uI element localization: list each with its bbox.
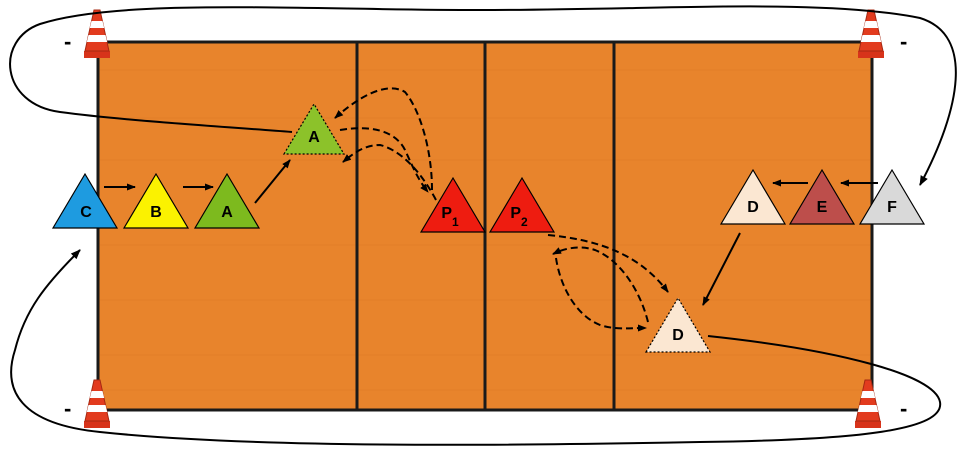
cone-icon-bottom-right [855,379,881,428]
player-p1: P1 [419,176,487,233]
run-path-top-loop [9,5,957,186]
pass-arrow-a-to-p1 [339,127,429,193]
pass-arrow-p2-to-d [547,234,669,293]
cone-marker-bottom-right: - [900,396,907,421]
svg-text:B: B [150,204,162,221]
player-c: C [51,172,119,229]
svg-text:P2: P2 [510,205,528,229]
cone-icon-top-right [858,9,884,58]
run-path-bottom-loop [10,249,942,446]
pass-arrow-d-to-p2 [552,246,649,323]
player-a: A [193,172,261,229]
svg-text:C: C [80,204,92,221]
player-a-ghost: A [282,102,346,155]
cone-marker-top-left: - [64,29,71,54]
svg-text:E: E [817,199,828,216]
cone-icon-top-left [84,9,110,58]
svg-text:F: F [887,199,897,216]
player-d-ghost: D [644,296,712,353]
cone-marker-bottom-left: - [64,396,71,421]
arrow-a-to-ghost [254,159,291,204]
pass-arrow-p2-back-to-d [555,257,647,332]
player-d: D [719,168,787,225]
svg-text:P1: P1 [441,205,459,229]
cone-marker-top-right: - [900,29,907,54]
player-p2: P2 [488,176,556,233]
player-f: F [858,168,926,225]
cone-icon-bottom-left [84,379,110,428]
svg-text:A: A [308,129,320,146]
svg-text:D: D [747,199,759,216]
player-e: E [788,168,856,225]
pass-arrow-p1-to-a [334,87,433,191]
arrow-d-to-ghost [702,232,741,306]
player-b: B [122,172,190,229]
svg-text:D: D [672,327,684,344]
pass-arrow-p1-back-to-a [342,143,437,201]
svg-text:A: A [221,204,233,221]
